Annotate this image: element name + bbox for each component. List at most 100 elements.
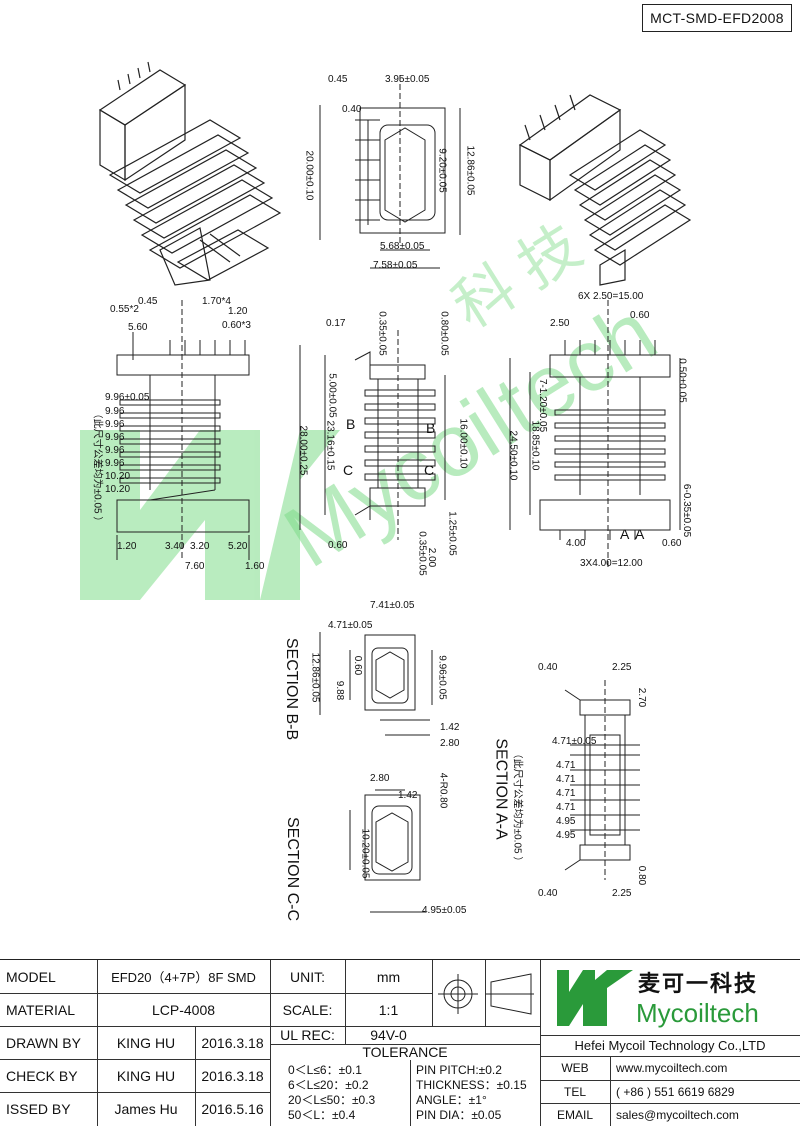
dim-160: 1.60 xyxy=(245,561,265,572)
dim-040b: 0.40 xyxy=(538,662,558,673)
dim-996p: 9.96±0.05 xyxy=(105,392,150,403)
dim-050: 0.50±0.05 xyxy=(676,358,688,403)
dim-080b: 0.80 xyxy=(636,865,648,886)
issued-by-label: ISSED BY xyxy=(6,1101,71,1117)
dim-250: 2.50 xyxy=(550,318,570,329)
section-aa-view xyxy=(564,680,640,880)
dim-996-1: 9.96 xyxy=(105,406,125,417)
dim-060c: 0.60 xyxy=(662,538,682,549)
dim-471c-1: 4.71 xyxy=(556,760,576,771)
pin-pitch-tolerance: PIN PITCH:±0.2 xyxy=(416,1063,502,1077)
dim-280b: 2.80 xyxy=(370,773,390,784)
dim-741: 7.41±0.05 xyxy=(370,600,415,611)
note-cn-right: （此尺寸公差均为±0.05 ） xyxy=(511,748,523,867)
dim-996-4: 9.96 xyxy=(105,445,125,456)
dim-400: 4.00 xyxy=(566,538,586,549)
tolerance-range-2: 6＜L≤20：±0.2 xyxy=(288,1078,369,1092)
scale-label: SCALE: xyxy=(282,1001,333,1018)
dim-060b: 0.60 xyxy=(630,310,650,321)
label-a-right: A xyxy=(635,526,645,542)
dim-758: 7.58±0.05 xyxy=(373,260,418,271)
dim-471: 4.71±0.05 xyxy=(328,620,373,631)
dim-471b: 4.71±0.05 xyxy=(552,736,597,747)
top-view xyxy=(319,75,461,269)
email-value[interactable]: sales@mycoiltech.com xyxy=(616,1107,739,1122)
dim-2800: 28.00±0.25 xyxy=(297,425,309,476)
section-cc-view xyxy=(349,789,425,913)
company-name: Hefei Mycoil Technology Co.,LTD xyxy=(574,1038,766,1053)
tel-label: TEL xyxy=(563,1084,586,1099)
tolerance-label: TOLERANCE xyxy=(362,1044,448,1060)
web-value[interactable]: www.mycoiltech.com xyxy=(616,1061,728,1075)
dim-4r: 4-R0.80 xyxy=(437,772,449,809)
dim-2450: 24.50±0.10 xyxy=(507,430,519,481)
dim-471c-2: 4.71 xyxy=(556,774,576,785)
dim-1885: 18.85±0.10 xyxy=(529,420,541,471)
angle-tolerance: ANGLE：±1° xyxy=(416,1093,487,1107)
dim-988: 9.88 xyxy=(334,680,346,701)
dim-170x4: 1.70*4 xyxy=(202,296,231,307)
dim-568: 5.68±0.05 xyxy=(380,241,425,252)
drawn-by-label: DRAWN BY xyxy=(6,1034,81,1051)
label-c-left: C xyxy=(343,462,354,478)
dim-495b-2: 4.95 xyxy=(556,830,576,841)
dim-080: 0.80±0.05 xyxy=(438,311,450,356)
dim-125: 1.25±0.05 xyxy=(446,511,458,556)
scale-value: 1:1 xyxy=(378,1001,399,1018)
dim-280: 2.80 xyxy=(440,738,460,749)
dim-471c-3: 4.71 xyxy=(556,788,576,799)
drawing-labels: 0.45 3.95±0.05 0.40 20.00±0.10 9.20±0.05… xyxy=(91,74,692,921)
dim-035: 0.35±0.05 xyxy=(376,311,388,356)
tolerance-range-1: 0＜L≤6：±0.1 xyxy=(288,1063,362,1077)
dim-495b-1: 4.95 xyxy=(556,816,576,827)
dim-1020b: 10.20±0.05 xyxy=(359,828,371,879)
thickness-tolerance: THICKNESS：±0.15 xyxy=(416,1078,527,1092)
label-b-left: B xyxy=(346,416,356,432)
ul-rec-label: UL REC: xyxy=(280,1027,335,1043)
dim-055x2: 0.55*2 xyxy=(110,304,139,315)
material-value: LCP-4008 xyxy=(151,1001,216,1018)
dim-060d: 0.60 xyxy=(352,655,364,676)
isometric-view-left xyxy=(98,61,282,286)
dim-120: 1.20 xyxy=(117,541,137,552)
dim-045: 0.45 xyxy=(328,74,348,85)
dim-1600: 16.00±0.10 xyxy=(457,418,469,469)
dim-920: 9.20±0.05 xyxy=(436,148,448,193)
dim-1020-2: 10.20 xyxy=(105,484,131,495)
section-bb-title: SECTION B-B xyxy=(283,637,301,741)
dim-120a: 1.20 xyxy=(228,306,248,317)
unit-label: UNIT: xyxy=(290,968,325,985)
material-label: MATERIAL xyxy=(6,1001,75,1018)
dim-225b: 2.25 xyxy=(612,888,632,899)
issued-by-date: 2016.5.16 xyxy=(201,1101,264,1117)
dim-142b: 1.42 xyxy=(398,790,418,801)
dim-2316: 23.16±0.15 xyxy=(324,420,336,471)
web-label: WEB xyxy=(561,1061,589,1075)
dim-760: 7.60 xyxy=(185,561,205,572)
dim-320: 3.20 xyxy=(190,541,210,552)
dim-040c: 0.40 xyxy=(538,888,558,899)
section-bb-view xyxy=(319,632,433,736)
mycoiltech-logo-icon xyxy=(557,970,633,1026)
email-label: EMAIL xyxy=(556,1107,593,1122)
front-view-left xyxy=(116,300,250,560)
dim-040: 0.40 xyxy=(342,104,362,115)
check-by-date: 2016.3.18 xyxy=(201,1067,264,1084)
issued-by-name: James Hu xyxy=(114,1101,178,1117)
dim-045b: 0.45 xyxy=(138,296,158,307)
dim-017: 0.17 xyxy=(326,318,346,329)
unit-value: mm xyxy=(376,968,401,985)
brand-name-en: Mycoiltech xyxy=(636,998,759,1028)
pin-dia-tolerance: PIN DIA：±0.05 xyxy=(416,1108,502,1122)
check-by-name: KING HU xyxy=(116,1067,176,1084)
tolerance-range-3: 20＜L≤50：±0.3 xyxy=(288,1093,376,1107)
dim-2000: 20.00±0.10 xyxy=(303,150,315,201)
check-by-label: CHECK BY xyxy=(6,1067,78,1084)
engineering-drawing xyxy=(98,61,692,913)
title-block: MODEL EFD20（4+7P）8F SMD MATERIAL LCP-400… xyxy=(0,959,800,1126)
dim-060x3: 0.60*3 xyxy=(222,320,251,331)
section-aa-title: SECTION A-A xyxy=(492,738,510,840)
dim-500: 5.00±0.05 xyxy=(326,373,338,418)
dim-060: 0.60 xyxy=(328,540,348,551)
